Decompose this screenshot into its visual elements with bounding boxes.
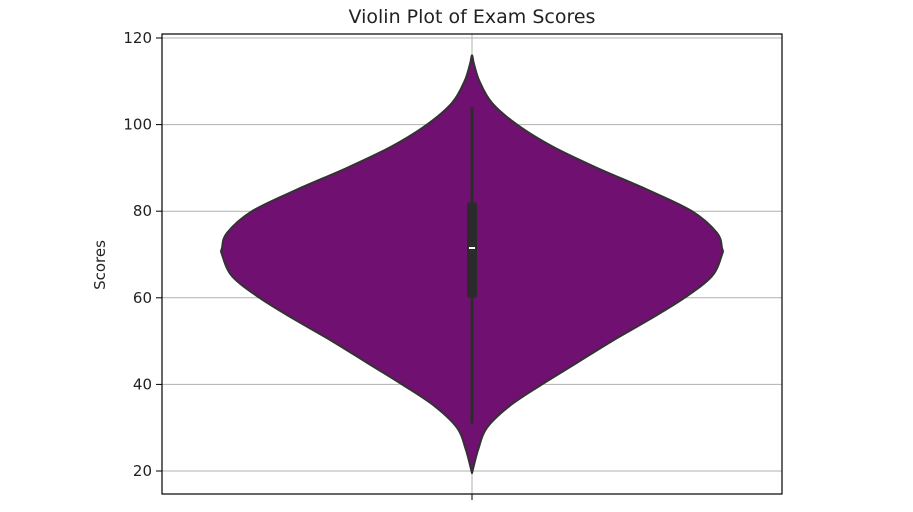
y-ticks: 20 40 60 80 100 120 bbox=[123, 29, 162, 480]
y-axis-label: Scores bbox=[91, 240, 109, 290]
axes-frame bbox=[161, 33, 783, 500]
y-tick-label: 100 bbox=[123, 116, 152, 134]
iqr-box bbox=[467, 202, 477, 298]
box-group bbox=[467, 107, 477, 424]
y-tick-label: 60 bbox=[133, 289, 152, 307]
chart-title: Violin Plot of Exam Scores bbox=[349, 6, 596, 28]
y-tick-label: 80 bbox=[133, 202, 152, 220]
y-tick-label: 20 bbox=[133, 462, 152, 480]
y-tick-label: 40 bbox=[133, 375, 152, 393]
y-tick-label: 120 bbox=[123, 29, 152, 47]
